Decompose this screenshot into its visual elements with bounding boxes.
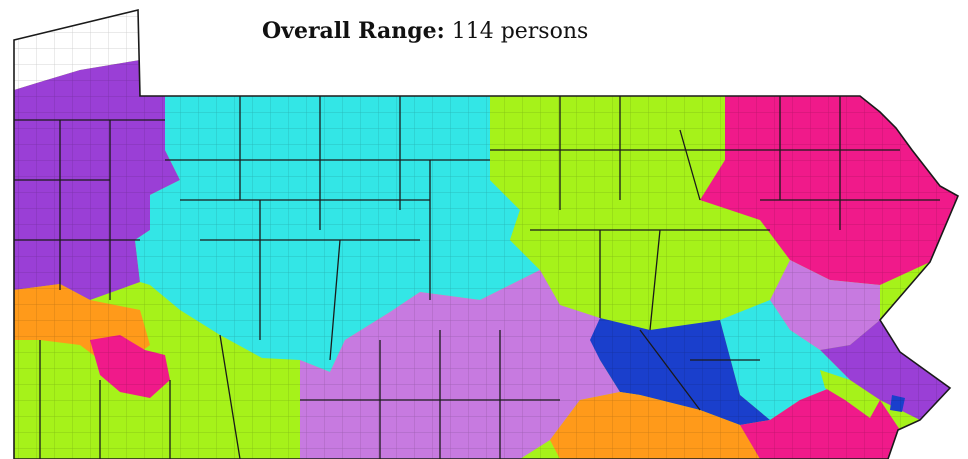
- overall-range-value: 114 persons: [451, 19, 589, 44]
- state-outline: [13, 8, 960, 459]
- overall-range-title: Overall Range: 114 persons: [262, 18, 782, 44]
- overall-range-label: Overall Range:: [262, 18, 445, 44]
- county-borders: [14, 96, 940, 459]
